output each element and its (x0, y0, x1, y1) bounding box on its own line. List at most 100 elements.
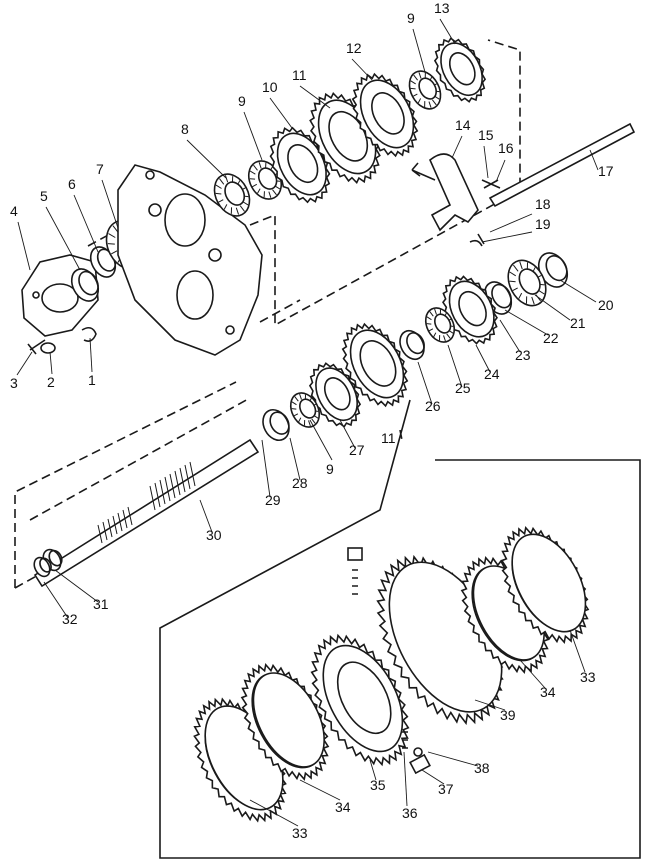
shaft-spline (149, 485, 156, 511)
leader-line (474, 699, 506, 711)
shaft-spline (179, 467, 186, 493)
synchro-11b-bore (359, 340, 397, 387)
part-label-11-upper: 11 (292, 67, 307, 83)
bearing-21-roller (512, 264, 519, 272)
synchro-hub-35-bore (336, 661, 392, 735)
leader-line (559, 279, 597, 303)
bearing-8-bore (224, 181, 246, 206)
end-cover-hole (41, 283, 79, 313)
part-label-3: 3 (10, 375, 18, 391)
detail-inset-border (159, 399, 641, 859)
leader-line (495, 159, 506, 183)
needle-bearing-9b-roller (418, 72, 422, 79)
part-label-17: 17 (598, 163, 614, 179)
part-label-14: 14 (455, 117, 471, 133)
needle-bearing-9c-bore (299, 398, 317, 419)
dashed-axis-lower (29, 397, 251, 521)
needle-bearing-25-roller (429, 311, 434, 317)
leader-line (499, 319, 521, 353)
washer-31b (33, 556, 52, 578)
leader-line (339, 419, 356, 449)
needle-bearing-9-bore (257, 167, 278, 190)
part-label-38: 38 (474, 760, 490, 776)
part-label-37: 37 (438, 781, 454, 797)
leader-line (412, 28, 426, 73)
needle-bearing-9b-roller (413, 74, 419, 81)
part-label-4: 4 (10, 203, 18, 219)
leader-line (569, 629, 586, 673)
shaft-spline (112, 515, 118, 535)
part-label-9-lower: 9 (326, 461, 334, 477)
bearing-8-roller (223, 204, 228, 210)
leader-line (481, 231, 533, 243)
end-cover-bolt-hole (32, 291, 40, 299)
leader-line (299, 85, 331, 109)
main-shaft (33, 438, 260, 588)
needle-bearing-9c-roller (291, 401, 297, 406)
part-label-6: 6 (68, 176, 76, 192)
part-label-25: 25 (455, 380, 471, 396)
bearing-8-roller (219, 178, 225, 185)
leader-line (451, 135, 463, 159)
needle-bearing-9-roller (249, 178, 256, 180)
part-label-15: 15 (478, 127, 494, 143)
key-37 (409, 753, 431, 775)
bearing-21-bore (518, 268, 541, 295)
circlip-20-inner (545, 255, 568, 282)
shift-rail (488, 122, 636, 208)
needle-bearing-9b-roller (424, 101, 426, 108)
part-label-20: 20 (598, 297, 614, 313)
seal-ring-5 (70, 268, 100, 302)
bearing-8-roller (218, 199, 224, 203)
part-label-18: 18 (535, 196, 551, 212)
needle-bearing-9b-roller (428, 101, 432, 108)
leader-line (261, 439, 271, 498)
part-label-27: 27 (349, 442, 365, 458)
leader-line (369, 759, 377, 781)
needle-bearing-9-roller (253, 164, 258, 171)
part-label-39: 39 (500, 707, 516, 723)
part-label-26: 26 (425, 398, 441, 414)
dashed-guide-upper (249, 39, 521, 327)
bearing-21-roller (509, 271, 517, 277)
needle-bearing-9-roller (272, 189, 277, 196)
leader-line (475, 344, 491, 373)
bearing-8-roller (230, 207, 233, 214)
shaft-spline (189, 461, 196, 487)
leader-line (16, 351, 33, 376)
blocker-ring-33-right (500, 525, 590, 645)
needle-bearing-9b-roller (431, 99, 437, 106)
leader-line (186, 139, 227, 179)
part-label-30: 30 (206, 527, 222, 543)
needle-bearing-25-roller (433, 332, 437, 338)
needle-bearing-9c-roller (308, 420, 311, 427)
plate-hole (225, 325, 235, 335)
gear-27-face (315, 367, 358, 422)
leader-line (504, 309, 549, 336)
leader-line (54, 569, 99, 603)
needle-bearing-9b-roller (410, 87, 416, 90)
needle-bearing-9c-roller (293, 413, 299, 417)
gear-13-face (440, 42, 483, 97)
ball-38 (413, 747, 423, 757)
leader-line (89, 337, 93, 373)
shaft-spline (97, 524, 103, 544)
part-label-34-right: 34 (540, 684, 556, 700)
leader-line (427, 751, 479, 767)
part-label-1: 1 (88, 372, 96, 388)
bolt (27, 339, 46, 355)
bush-28-inner (269, 411, 290, 435)
circlip-31-inner (48, 549, 63, 567)
needle-bearing-9-roller (258, 161, 262, 169)
needle-bearing-9 (247, 160, 283, 200)
leader-line (403, 751, 408, 807)
leader-line (421, 769, 445, 785)
bearing-8-roller (215, 184, 222, 189)
part-label-34-lower: 34 (335, 799, 351, 815)
part-label-7: 7 (96, 161, 104, 177)
shaft-spline (127, 506, 133, 526)
leader-line (49, 351, 53, 375)
leader-line (101, 179, 119, 229)
shaft-spline (107, 518, 113, 538)
needle-bearing-25-roller (438, 335, 441, 341)
